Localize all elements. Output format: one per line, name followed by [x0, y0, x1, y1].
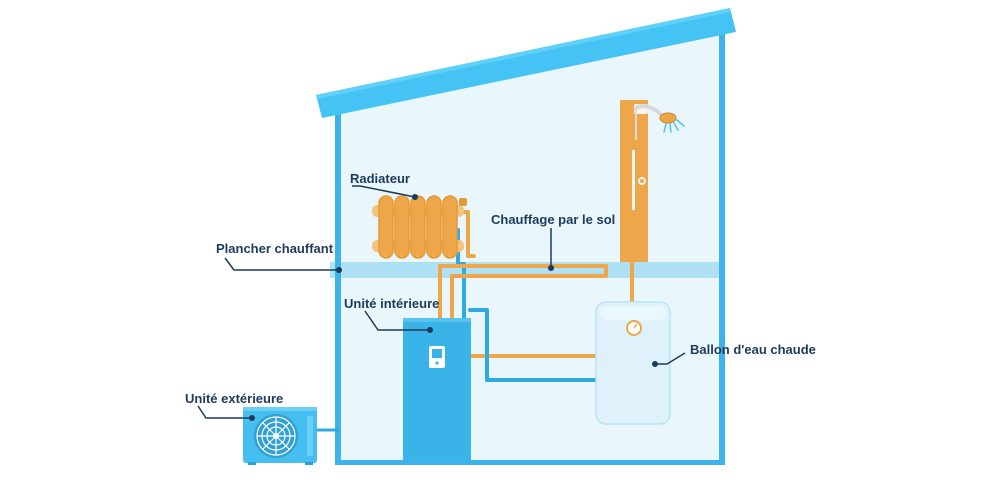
house-wall-left [335, 95, 341, 463]
leader-dots [249, 194, 658, 421]
heated-floor-band [330, 262, 725, 278]
leader-unite-interieure [364, 310, 430, 331]
house-wall-right [719, 20, 725, 463]
label-ballon: Ballon d'eau chaude [690, 342, 816, 357]
label-unite-exterieure: Unité extérieure [185, 391, 284, 406]
shower-icon [620, 100, 685, 262]
leader-radiateur [352, 185, 416, 198]
pipe-water-heater-blue [468, 308, 602, 382]
label-radiateur: Radiateur [350, 171, 410, 186]
leader-ballon [655, 352, 686, 365]
water-heater-icon [595, 301, 671, 425]
heat-pump-indoor-icon [403, 318, 471, 461]
leader-unite-exterieure [197, 405, 252, 419]
leader-lines [197, 185, 686, 419]
label-plancher: Plancher chauffant [216, 241, 334, 256]
label-unite-interieure: Unité intérieure [344, 296, 440, 311]
label-chauffage-sol: Chauffage par le sol [491, 212, 616, 227]
heat-pump-outdoor-icon [243, 407, 317, 465]
roof [316, 8, 736, 118]
leader-plancher [224, 257, 339, 271]
radiator-icon [372, 195, 467, 259]
ground-line [335, 460, 725, 465]
pipe-radiator-orange [462, 210, 476, 258]
fan-icon [254, 414, 298, 458]
pipe-floor-heating [438, 264, 608, 320]
